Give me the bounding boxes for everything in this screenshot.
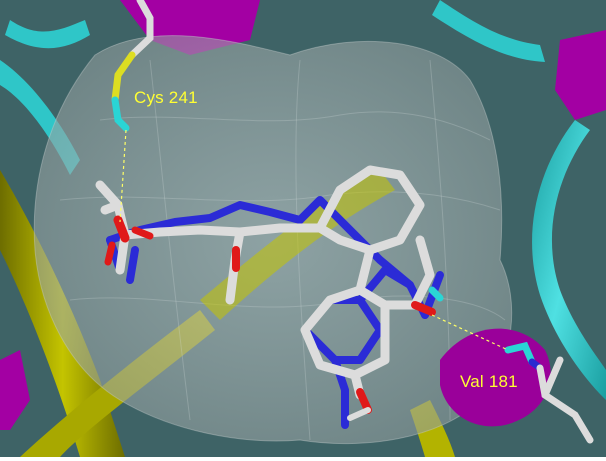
cys241-sidechain: [111, 0, 154, 132]
ligand-white-pose: [95, 165, 435, 400]
hydrogen-bonds: [119, 129, 509, 351]
yellow-sheet-center: [200, 170, 395, 320]
cyan-coil-upper-left: [5, 20, 90, 49]
val181-sidechain: [504, 341, 594, 444]
magenta-helix-val181: [440, 328, 551, 427]
label-val-181: Val 181: [460, 372, 518, 391]
heteroatoms: [97, 182, 444, 421]
cyan-coil-top-right: [432, 0, 545, 62]
hbond-val181: [431, 314, 509, 351]
magenta-helix-right: [555, 30, 606, 120]
cyan-coil-right: [532, 120, 606, 400]
magenta-helix-left: [0, 350, 30, 430]
label-cys-241: Cys 241: [134, 88, 198, 107]
